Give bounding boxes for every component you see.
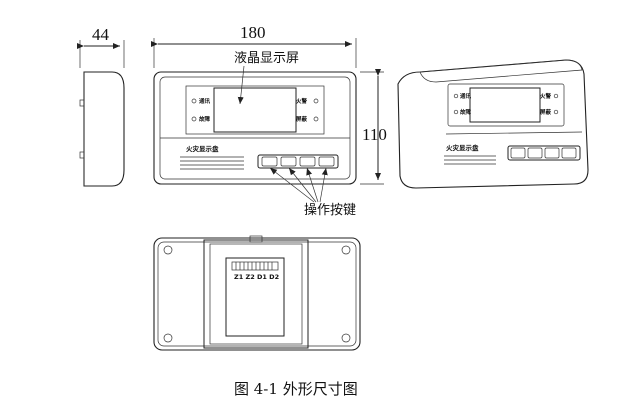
indicator-label-fault: 故障 <box>199 115 211 123</box>
device-name-label: 火灾显示盘 <box>186 144 219 153</box>
width-dimension-label: 180 <box>240 23 266 42</box>
indicator-label-comm: 通讯 <box>199 97 211 105</box>
indicator-label-fire: 火警 <box>296 97 308 105</box>
iso-indicator-label-fault: 故障 <box>460 108 472 116</box>
isometric-view: 通讯 故障 火警 屏蔽 火灾显示盘 <box>397 59 589 189</box>
indicator-label-mask: 屏蔽 <box>296 115 308 123</box>
iso-indicator-label-fire: 火警 <box>540 92 552 100</box>
operation-keys <box>257 154 339 169</box>
iso-indicator-label-comm: 通讯 <box>460 92 472 100</box>
iso-device-name-label: 火灾显示盘 <box>446 143 479 152</box>
height-dimension-label: 110 <box>362 125 387 144</box>
depth-dimension-label: 44 <box>92 25 110 44</box>
lcd-callout: 液晶显示屏 <box>234 51 299 66</box>
terminal-block <box>231 261 279 271</box>
iso-indicator-label-mask: 屏蔽 <box>540 108 552 116</box>
terminal-labels: Z1 Z2 D1 D2 <box>234 273 279 281</box>
side-view: 44 <box>77 25 125 187</box>
figure-caption: 图 4-1 外形尺寸图 <box>234 380 358 398</box>
back-view: Z1 Z2 D1 D2 <box>153 235 361 351</box>
keys-callout: 操作按键 <box>304 202 356 218</box>
front-view: 通讯 故障 火警 屏蔽 火灾显示盘 180 110 <box>151 23 387 218</box>
vent-slots <box>180 156 244 170</box>
